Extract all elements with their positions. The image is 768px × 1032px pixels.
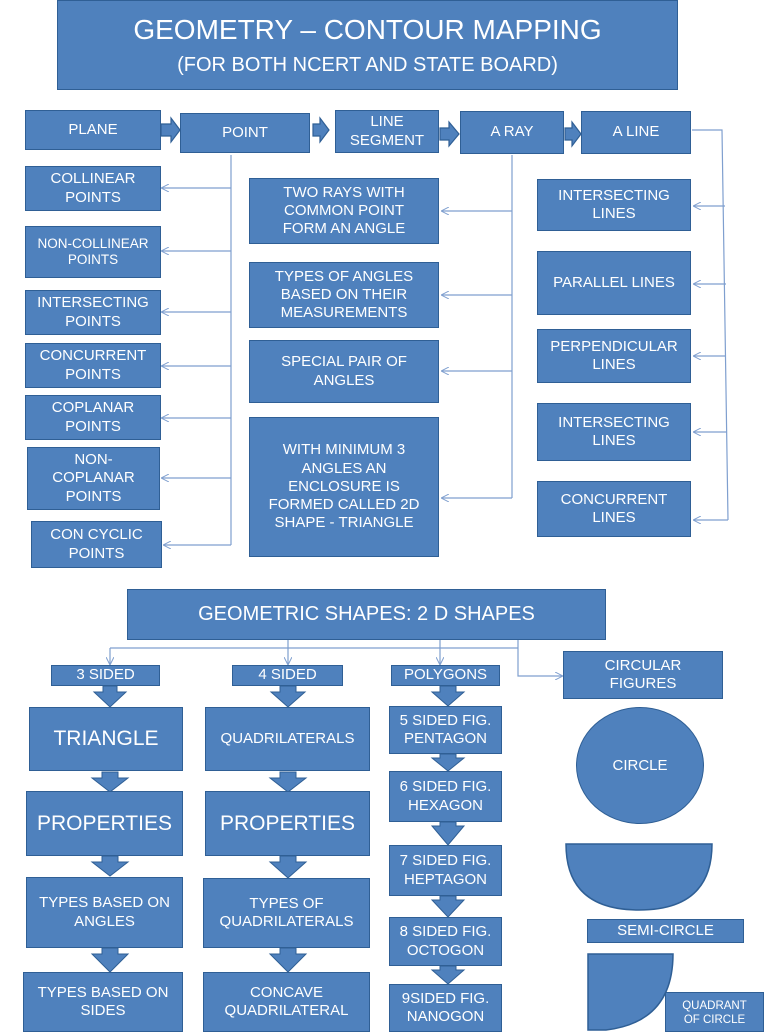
- polygon-nanogon: 9SIDED FIG. NANOGON: [389, 984, 502, 1032]
- concave-quadrilateral-box: CONCAVE QUADRILATERAL: [203, 972, 370, 1032]
- point-type-non-collinear: NON-COLLINEAR POINTS: [25, 226, 161, 278]
- polygon-hexagon: 6 SIDED FIG. HEXAGON: [389, 771, 502, 822]
- ray-topic-triangle: WITH MINIMUM 3 ANGLES AN ENCLOSURE IS FO…: [249, 417, 439, 557]
- node-line: A LINE: [581, 111, 691, 154]
- polygon-heptagon: 7 SIDED FIG. HEPTAGON: [389, 845, 502, 896]
- quadrilateral-properties-box: PROPERTIES: [205, 791, 370, 856]
- semi-circle-shape: [565, 843, 713, 911]
- point-type-coplanar: COPLANAR POINTS: [25, 395, 161, 440]
- ray-topic-angle: TWO RAYS WITH COMMON POINT FORM AN ANGLE: [249, 178, 439, 244]
- category-3-sided: 3 SIDED: [51, 665, 160, 686]
- polygon-octogon: 8 SIDED FIG. OCTOGON: [389, 917, 502, 966]
- node-ray: A RAY: [460, 111, 564, 154]
- polygon-pentagon: 5 SIDED FIG. PENTAGON: [389, 706, 502, 754]
- title-main: GEOMETRY – CONTOUR MAPPING: [133, 13, 602, 45]
- semi-circle-label: SEMI-CIRCLE: [587, 919, 744, 943]
- category-polygons: POLYGONS: [391, 665, 500, 686]
- triangle-properties-box: PROPERTIES: [26, 791, 183, 856]
- category-circular: CIRCULAR FIGURES: [563, 651, 723, 699]
- category-4-sided: 4 SIDED: [232, 665, 343, 686]
- line-type-intersecting-2: INTERSECTING LINES: [537, 403, 691, 461]
- title-subtitle: (FOR BOTH NCERT AND STATE BOARD): [177, 53, 558, 76]
- line-type-perpendicular: PERPENDICULAR LINES: [537, 329, 691, 383]
- ray-topic-special-pair: SPECIAL PAIR OF ANGLES: [249, 340, 439, 403]
- point-type-concyclic: CON CYCLIC POINTS: [31, 521, 162, 568]
- quadrant-shape: [587, 953, 674, 1031]
- triangle-types-angles-box: TYPES BASED ON ANGLES: [26, 877, 183, 948]
- line-type-parallel: PARALLEL LINES: [537, 251, 691, 315]
- node-plane: PLANE: [25, 110, 161, 150]
- point-type-collinear: COLLINEAR POINTS: [25, 166, 161, 211]
- quadrilaterals-box: QUADRILATERALS: [205, 707, 370, 771]
- triangle-types-sides-box: TYPES BASED ON SIDES: [23, 972, 183, 1032]
- line-type-intersecting: INTERSECTING LINES: [537, 179, 691, 231]
- page-title: GEOMETRY – CONTOUR MAPPING (FOR BOTH NCE…: [57, 0, 678, 90]
- node-line-segment: LINE SEGMENT: [335, 110, 439, 153]
- triangle-box: TRIANGLE: [29, 707, 183, 771]
- circle-shape: CIRCLE: [576, 707, 704, 824]
- node-point: POINT: [180, 113, 310, 153]
- quadrant-label: QUADRANT OF CIRCLE: [665, 992, 764, 1032]
- point-type-intersecting: INTERSECTING POINTS: [25, 290, 161, 335]
- shapes-title: GEOMETRIC SHAPES: 2 D SHAPES: [127, 589, 606, 640]
- ray-topic-angle-types: TYPES OF ANGLES BASED ON THEIR MEASUREME…: [249, 262, 439, 328]
- line-type-concurrent: CONCURRENT LINES: [537, 481, 691, 537]
- point-type-concurrent: CONCURRENT POINTS: [25, 343, 161, 388]
- quadrilateral-types-box: TYPES OF QUADRILATERALS: [203, 878, 370, 948]
- point-type-non-coplanar: NON- COPLANAR POINTS: [27, 447, 160, 510]
